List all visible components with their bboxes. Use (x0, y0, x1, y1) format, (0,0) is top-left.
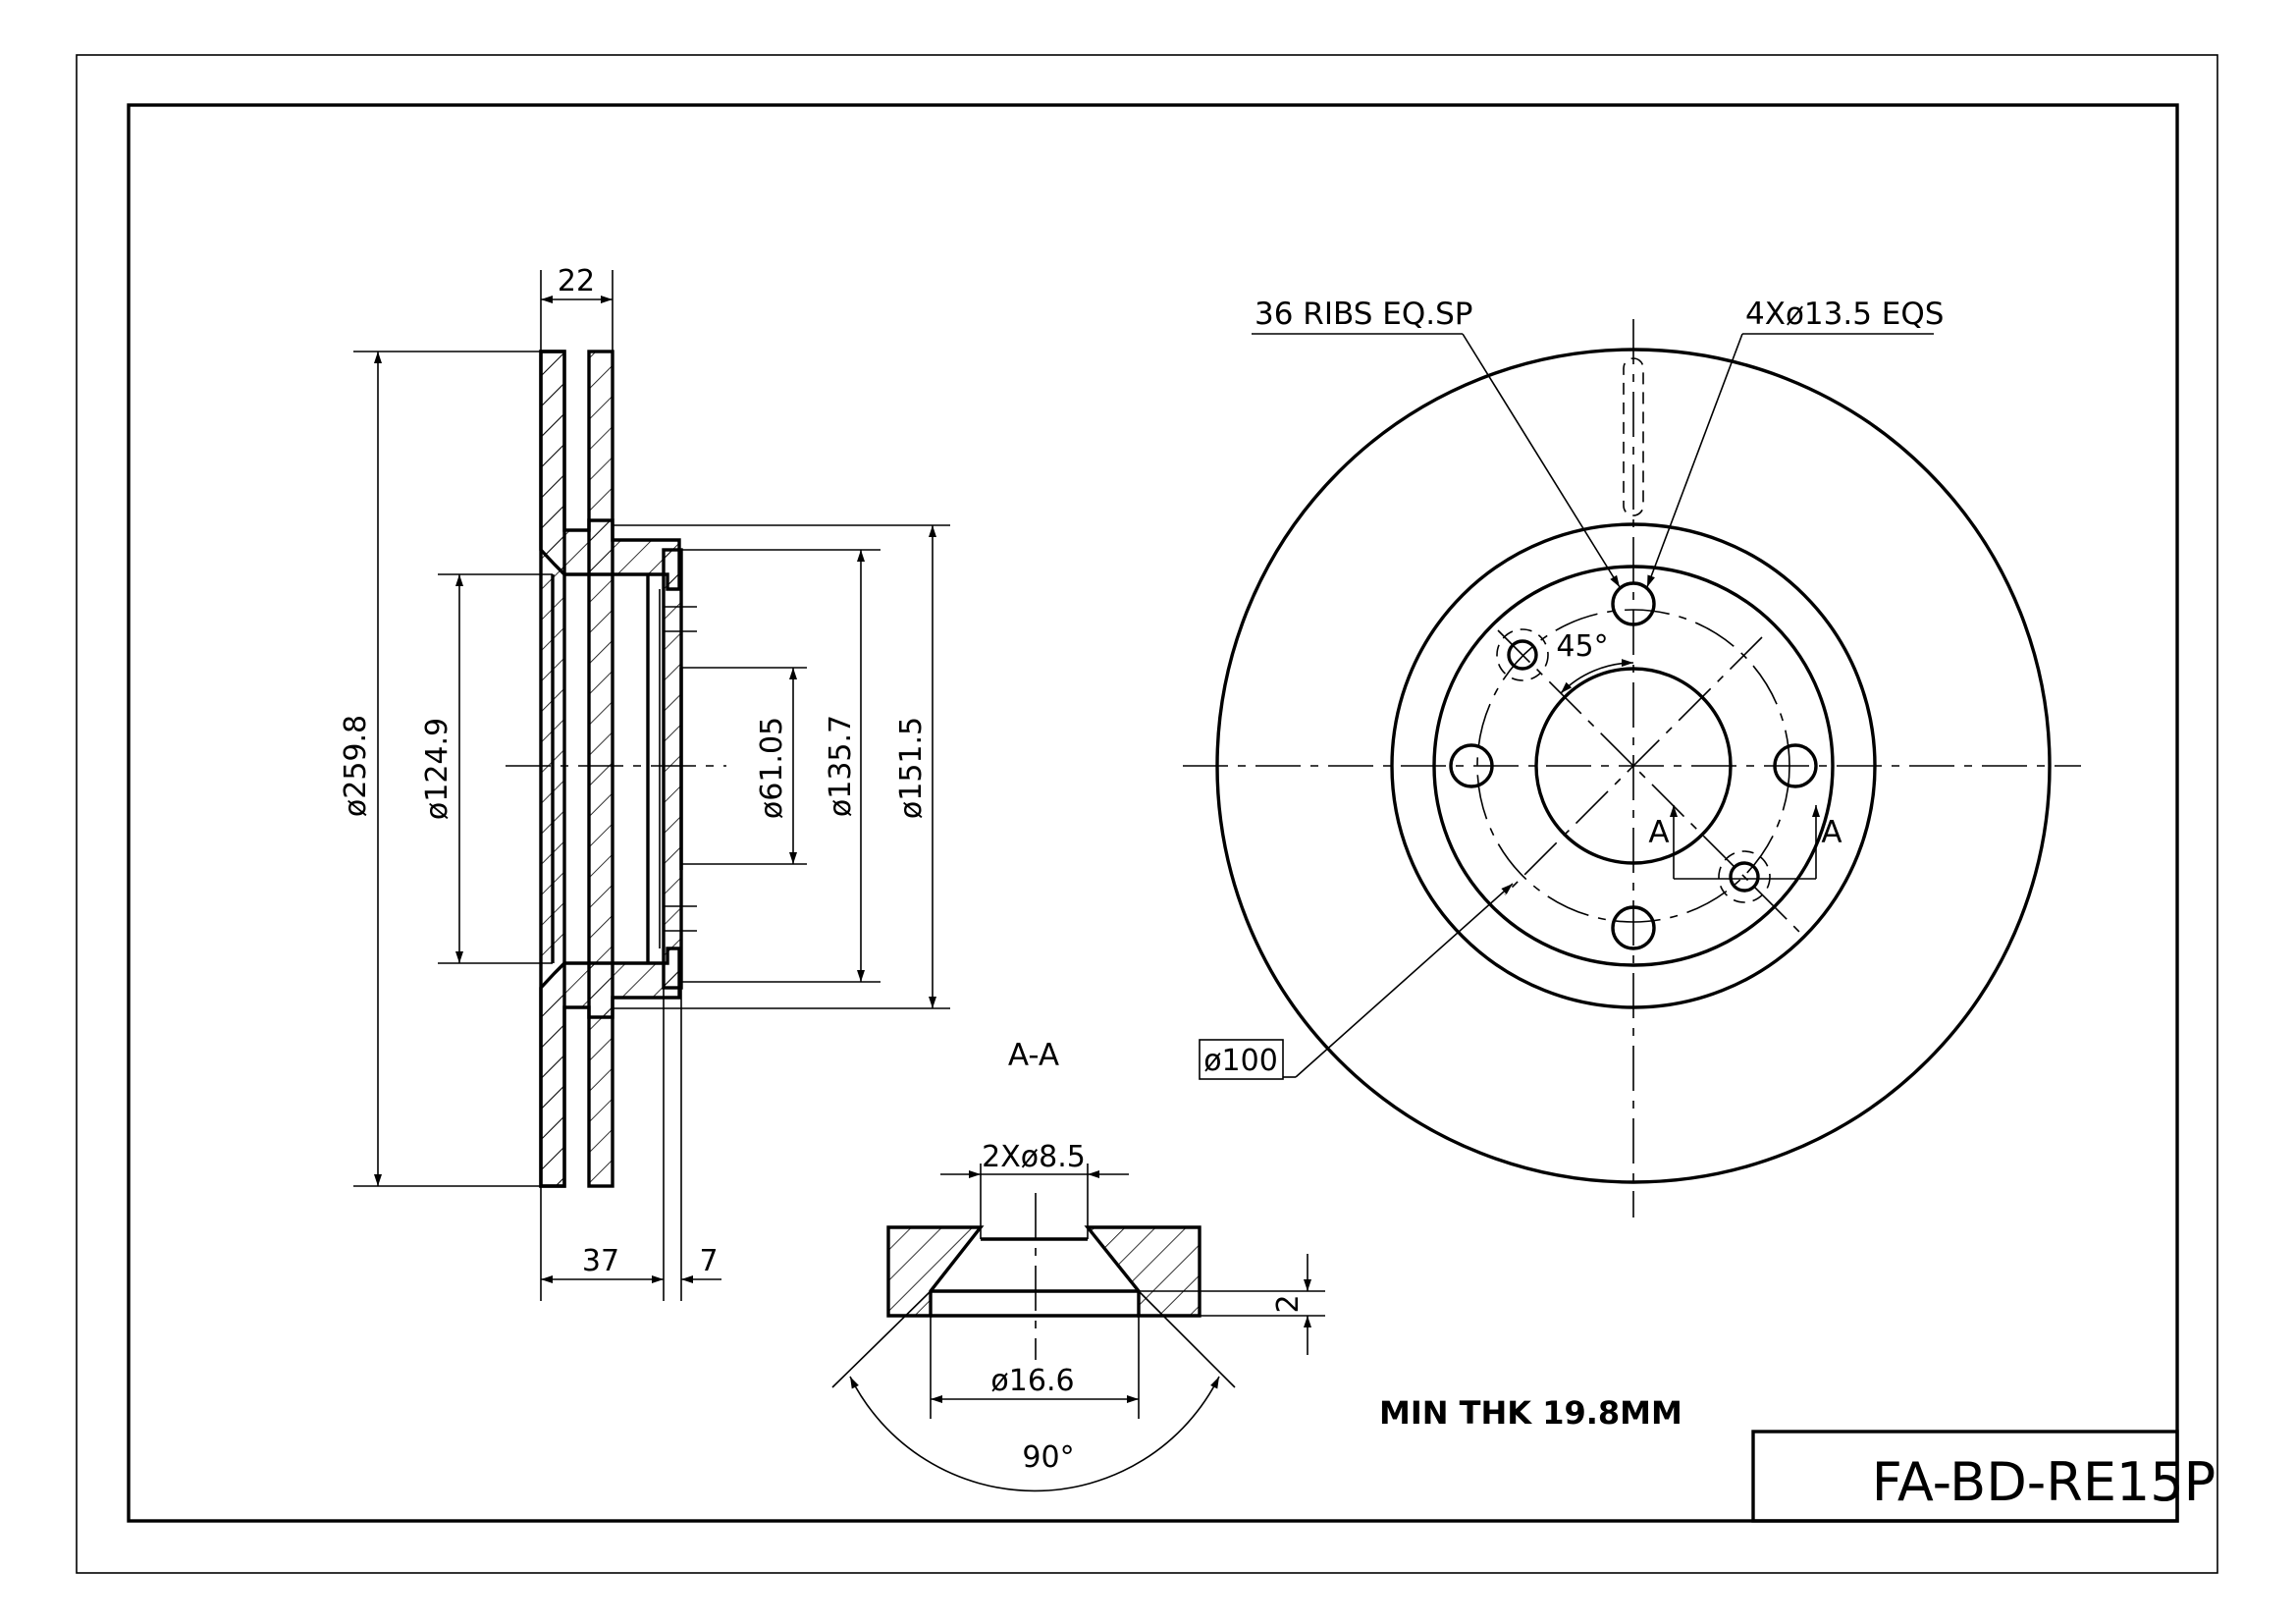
section-mark-left: A (1648, 815, 1669, 850)
min-thickness-note: MIN THK 19.8MM (1379, 1394, 1682, 1432)
small-hole-lr-outer (1718, 850, 1771, 903)
friction-plate-right (587, 350, 614, 1188)
ribs-leader (1462, 333, 1621, 588)
rib-slot (1623, 357, 1644, 516)
small-hole-ul-outer (1496, 628, 1549, 681)
part-number: FA-BD-RE15P (1872, 1451, 2216, 1513)
dim-85: 2Xø8.5 (982, 1140, 1086, 1174)
dim-166: ø16.6 (990, 1364, 1074, 1398)
dim-259: ø259.8 (339, 715, 373, 817)
dim-124: ø124.9 (420, 718, 454, 820)
front-view: A A 45° 36 RIBS EQ.SP 4Xø13.5 EQS ø100 (1183, 297, 2081, 1218)
pcd-leader (1295, 883, 1514, 1078)
dim-61: ø61.05 (755, 717, 789, 819)
small-hole-ul (1507, 639, 1538, 671)
dim-2: 2 (1271, 1294, 1306, 1313)
outer-frame (76, 54, 2218, 1574)
front-diagonal-2 (1504, 636, 1763, 895)
side-section-view: 22 ø259.8 ø124.9 ø61.05 ø135.7 ø151.5 37 (339, 264, 950, 1301)
front-diagonal (1497, 629, 1801, 934)
pcd-box (1199, 1039, 1284, 1080)
dim-135: ø135.7 (824, 715, 858, 817)
angle-ext-r (1138, 1290, 1236, 1388)
small-hole-lr (1729, 861, 1760, 893)
angle-arc-45 (1560, 659, 1634, 694)
ribs-note: 36 RIBS EQ.SP (1255, 297, 1472, 332)
title-block (1751, 1430, 2179, 1523)
dim-37: 37 (582, 1244, 619, 1278)
angle-45: 45° (1556, 629, 1608, 664)
hub-plate (662, 548, 683, 990)
section-mark-right: A (1821, 815, 1842, 850)
detail-plate-right (1084, 1225, 1201, 1318)
detail-plate-left (886, 1225, 985, 1318)
pcd-label: ø100 (1203, 1044, 1278, 1078)
holes-note: 4Xø13.5 EQS (1745, 297, 1944, 332)
dim-151: ø151.5 (894, 717, 929, 819)
section-aa-detail: A-A 2Xø8.5 ø16.6 2 90° (831, 1038, 1325, 1492)
dim-7: 7 (699, 1244, 718, 1278)
dim-22: 22 (558, 264, 595, 298)
angle-arc-90 (849, 1376, 1220, 1492)
angle-90: 90° (1022, 1440, 1074, 1475)
section-label: A-A (1008, 1038, 1059, 1073)
angle-ext-l (831, 1290, 932, 1388)
holes-leader (1646, 333, 1743, 588)
inner-frame (127, 103, 2179, 1523)
